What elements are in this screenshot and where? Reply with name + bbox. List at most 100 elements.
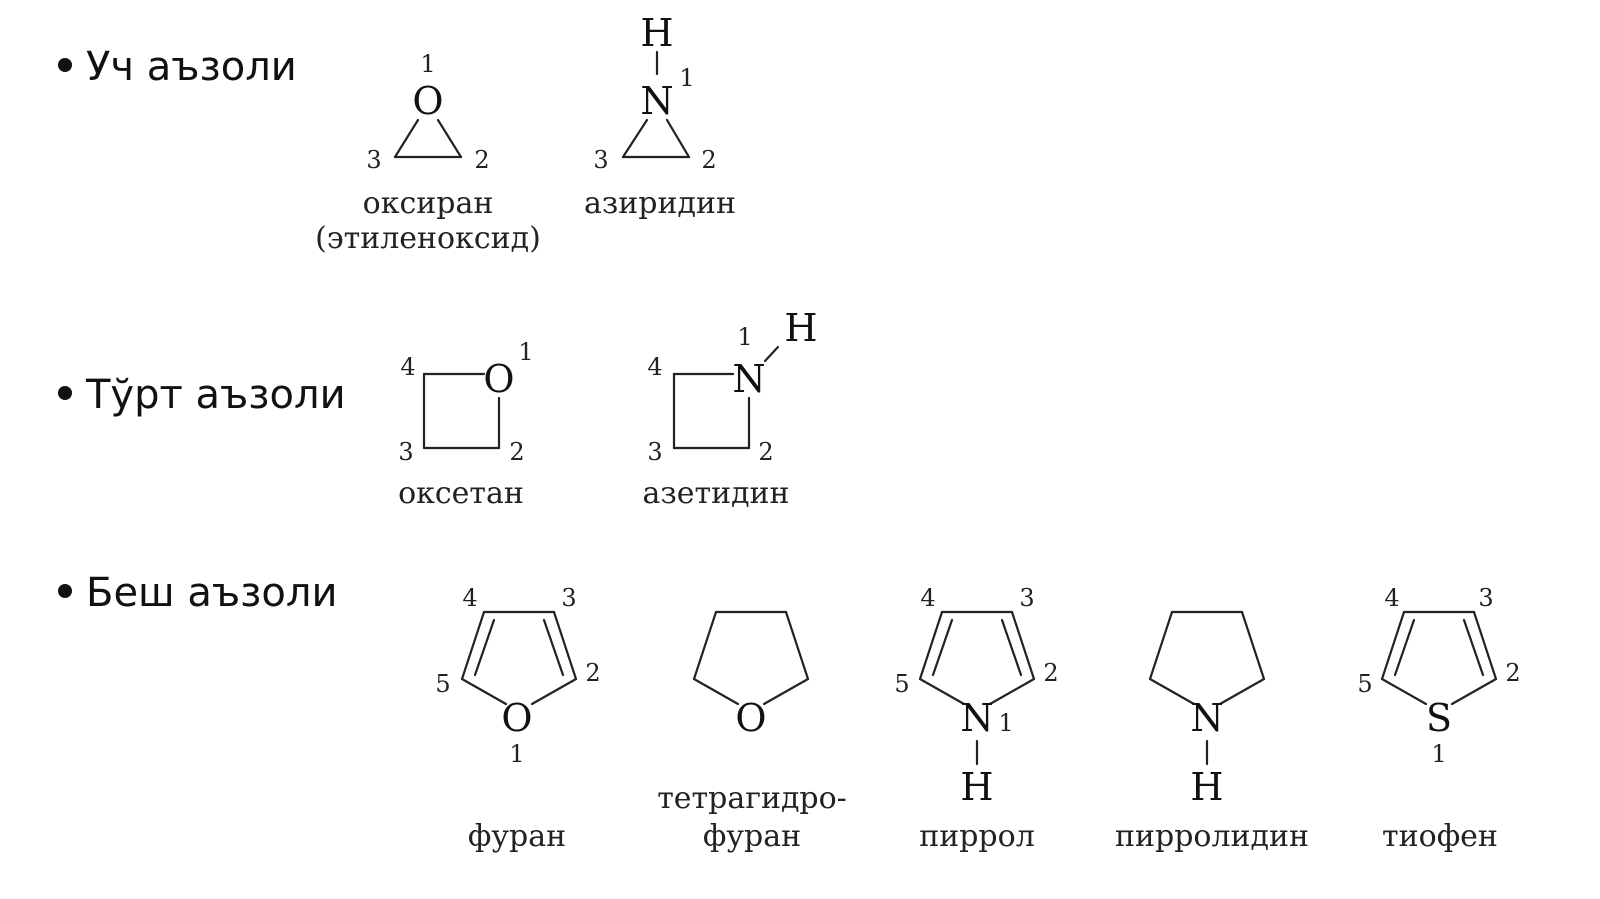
bond xyxy=(665,118,691,159)
bond xyxy=(1148,610,1174,681)
oxirane-alt-name: (этиленоксид) xyxy=(315,221,541,256)
locant-4: 4 xyxy=(920,584,935,612)
thiophene-name: тиофен xyxy=(1382,819,1498,854)
bullet-label: Беш аъзоли xyxy=(86,570,338,616)
hydrogen-atom: H xyxy=(1190,765,1223,809)
locant-2: 2 xyxy=(1043,659,1058,687)
furan-name: фуран xyxy=(468,819,566,854)
bond xyxy=(692,677,740,706)
pyrrolidine-name: пирролидин xyxy=(1115,819,1309,854)
bond xyxy=(621,118,649,159)
locant-3: 3 xyxy=(1019,584,1034,612)
pyrrolidine-structure: N H пирролидин xyxy=(1115,610,1309,854)
locant-2: 2 xyxy=(758,438,773,466)
locant-1: 1 xyxy=(998,709,1013,737)
locant-3: 3 xyxy=(593,146,608,174)
locant-1: 1 xyxy=(737,323,752,351)
aziridine-name: азиридин xyxy=(584,186,736,221)
bond xyxy=(784,610,810,681)
bond xyxy=(1462,618,1485,677)
bond xyxy=(1240,610,1266,681)
bond xyxy=(1148,677,1196,706)
hydrogen-atom: H xyxy=(784,306,817,350)
bullet-three-membered: Уч аъзоли xyxy=(58,44,297,90)
bond xyxy=(1218,677,1266,706)
hydrogen-atom: H xyxy=(960,765,993,809)
locant-1: 1 xyxy=(509,740,524,768)
locant-4: 4 xyxy=(1384,584,1399,612)
locant-5: 5 xyxy=(435,670,450,698)
nitrogen-atom: N xyxy=(732,357,765,401)
bond xyxy=(988,677,1036,706)
nitrogen-atom: N xyxy=(640,79,673,123)
bond xyxy=(931,618,954,677)
bond xyxy=(763,345,780,363)
pyrrole-structure: 4 3 5 2 N 1 H пиррол xyxy=(894,584,1058,854)
thiophene-structure: 4 3 5 2 S 1 тиофен xyxy=(1357,584,1520,854)
locant-1: 1 xyxy=(420,50,435,78)
bond xyxy=(530,677,578,706)
furan-structure: 4 3 5 2 O 1 фуран xyxy=(435,584,600,854)
locant-4: 4 xyxy=(462,584,477,612)
bond xyxy=(460,610,486,681)
nitrogen-atom: N xyxy=(960,696,993,740)
bullet-label: Уч аъзоли xyxy=(86,44,297,90)
bond xyxy=(552,610,578,681)
bond xyxy=(1000,618,1023,677)
azetidine-structure: H 1 N 4 3 2 азетидин xyxy=(642,306,817,511)
bullet-five-membered: Беш аъзоли xyxy=(58,570,337,616)
locant-1: 1 xyxy=(679,64,694,92)
locant-4: 4 xyxy=(400,353,415,381)
locant-2: 2 xyxy=(509,438,524,466)
bond xyxy=(1380,677,1428,706)
locant-1: 1 xyxy=(518,338,533,366)
bond xyxy=(1010,610,1036,681)
pyrrole-name: пиррол xyxy=(919,819,1035,854)
locant-5: 5 xyxy=(894,670,909,698)
locant-2: 2 xyxy=(701,146,716,174)
oxirane-structure: 1 O 3 2 оксиран (этиленоксид) xyxy=(315,50,541,256)
locant-5: 5 xyxy=(1357,670,1372,698)
bond xyxy=(542,618,565,677)
oxygen-atom: O xyxy=(501,696,532,740)
bond xyxy=(460,677,508,706)
azetidine-name: азетидин xyxy=(642,476,789,511)
bond xyxy=(918,677,966,706)
thf-name-line1: тетрагидро- xyxy=(657,781,847,816)
locant-3: 3 xyxy=(398,438,413,466)
bond xyxy=(692,610,718,681)
locant-3: 3 xyxy=(366,146,381,174)
sulfur-atom: S xyxy=(1426,696,1452,740)
bond xyxy=(473,618,496,677)
bond xyxy=(1393,618,1416,677)
bond xyxy=(1450,677,1498,706)
bullet-dot xyxy=(58,386,72,400)
bond xyxy=(918,610,944,681)
nitrogen-atom: N xyxy=(1190,696,1223,740)
locant-3: 3 xyxy=(647,438,662,466)
bond xyxy=(762,677,810,706)
aziridine-structure: H N 1 3 2 азиридин xyxy=(584,11,736,221)
oxetane-structure: 4 O 1 3 2 оксетан xyxy=(398,338,534,511)
bond xyxy=(393,118,420,159)
tetrahydrofuran-structure: O тетрагидро- фуран xyxy=(657,610,847,854)
bullet-dot xyxy=(58,58,72,72)
locant-2: 2 xyxy=(474,146,489,174)
oxygen-atom: O xyxy=(412,79,443,123)
bullet-four-membered: Тўрт аъзоли xyxy=(58,372,346,418)
thf-name-line2: фуран xyxy=(703,819,801,854)
locant-4: 4 xyxy=(647,353,662,381)
bond xyxy=(1380,610,1406,681)
locant-2: 2 xyxy=(585,659,600,687)
bond xyxy=(436,118,463,159)
bullet-dot xyxy=(58,584,72,598)
locant-3: 3 xyxy=(1478,584,1493,612)
bullet-label: Тўрт аъзоли xyxy=(86,372,346,418)
oxygen-atom: O xyxy=(483,357,514,401)
hydrogen-atom: H xyxy=(640,11,673,55)
locant-1: 1 xyxy=(1431,740,1446,768)
locant-2: 2 xyxy=(1505,659,1520,687)
bond xyxy=(1472,610,1498,681)
oxirane-name: оксиран xyxy=(363,186,494,221)
